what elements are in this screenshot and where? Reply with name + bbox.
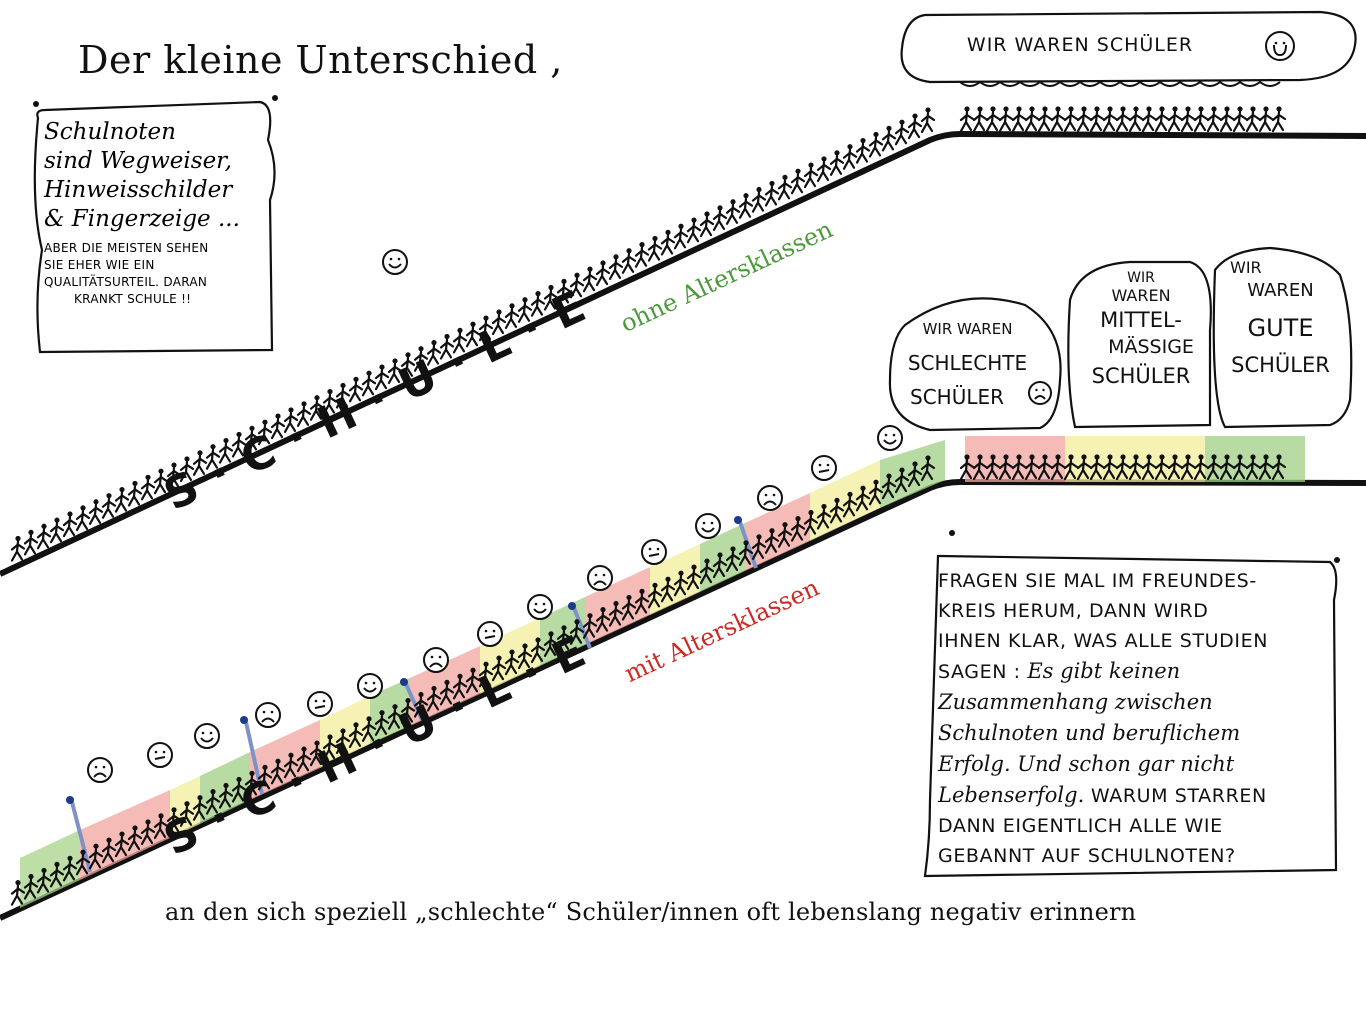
note-right-frame (923, 554, 1338, 878)
note-left-line: Schulnoten (44, 119, 176, 145)
note-left-caps-line: KRANKT SCHULE !! (74, 292, 192, 306)
bubble-schlechte (888, 297, 1062, 432)
bubble-line: WAREN (1111, 286, 1171, 305)
bubble-line: WAREN (1247, 280, 1314, 301)
lower-slope-ground (0, 478, 1366, 921)
note-left-line: Hinweisschilder (44, 177, 233, 203)
note-right-line: Schulnoten und beruflichem (938, 721, 1241, 745)
note-right-line: GEBANNT AUF SCHULNOTEN? (938, 845, 1236, 867)
note-right-line: DANN EIGENTLICH ALLE WIE (938, 815, 1223, 837)
bubble-schlechte-text: WIR WAREN SCHLECHTE SCHÜLER (900, 312, 1035, 414)
bubble-line: SCHÜLER (1231, 353, 1330, 377)
caption: an den sich speziell „schlechte“ Schüler… (165, 898, 1137, 926)
bubble-line: MITTEL- (1100, 308, 1182, 332)
bubble-mittel-text: WIR WAREN MITTEL- MÄSSIGE SCHÜLER (1072, 270, 1210, 392)
note-left: Schulnoten sind Wegweiser, Hinweisschild… (44, 118, 266, 308)
note-right-line: KREIS HERUM, DANN WIRD (938, 600, 1209, 622)
bubble-line: WIR (1127, 270, 1155, 286)
note-right-line: FRAGEN SIE MAL IM FREUNDES- (938, 570, 1257, 592)
page-title: Der kleine Unterschied , (78, 38, 563, 82)
bubble-line: SCHÜLER (910, 385, 1005, 409)
note-right-line: IHNEN KLAR, WAS ALLE STUDIEN (938, 630, 1269, 652)
note-right-line: Lebenserfolg. WARUM STARREN (938, 783, 1267, 807)
note-left-caps-line: QUALITÄTSURTEIL. DARAN (44, 275, 208, 289)
bubble-line: SCHLECHTE (907, 351, 1028, 375)
bubble-mittel (1067, 260, 1212, 429)
bubble-line: WIR (1230, 258, 1262, 277)
note-left-frame (33, 100, 276, 354)
bubble-line: WIR WAREN (922, 320, 1013, 338)
bubble-line: MÄSSIGE (1108, 336, 1194, 358)
happy-face-icon (382, 249, 408, 275)
note-right-line: SAGEN : Es gibt keinen (938, 659, 1181, 683)
note-left-line: & Fingerzeige ... (44, 206, 240, 232)
bubble-line: SCHÜLER (1091, 364, 1191, 388)
note-right-line: Zusammenhang zwischen (938, 690, 1213, 714)
top-bubble-text: WIR WAREN SCHÜLER (966, 34, 1194, 56)
note-left-caps-line: SIE EHER WIE EIN (44, 258, 155, 272)
bubble-gute (1212, 246, 1353, 429)
note-right-line: Erfolg. Und schon gar nicht (938, 752, 1235, 776)
note-left-caps: ABER DIE MEISTEN SEHEN SIE EHER WIE EIN … (44, 240, 266, 308)
bubble-gute-text: WIR WAREN GUTE SCHÜLER (1218, 258, 1343, 378)
note-left-caps-line: ABER DIE MEISTEN SEHEN (44, 241, 209, 255)
top-thought-bubble (900, 10, 1357, 84)
note-left-line: sind Wegweiser, (44, 148, 232, 174)
note-right: FRAGEN SIE MAL IM FREUNDES- KREIS HERUM,… (938, 566, 1330, 871)
bubble-line: GUTE (1247, 314, 1314, 342)
upper-slope-ground (0, 130, 1366, 577)
